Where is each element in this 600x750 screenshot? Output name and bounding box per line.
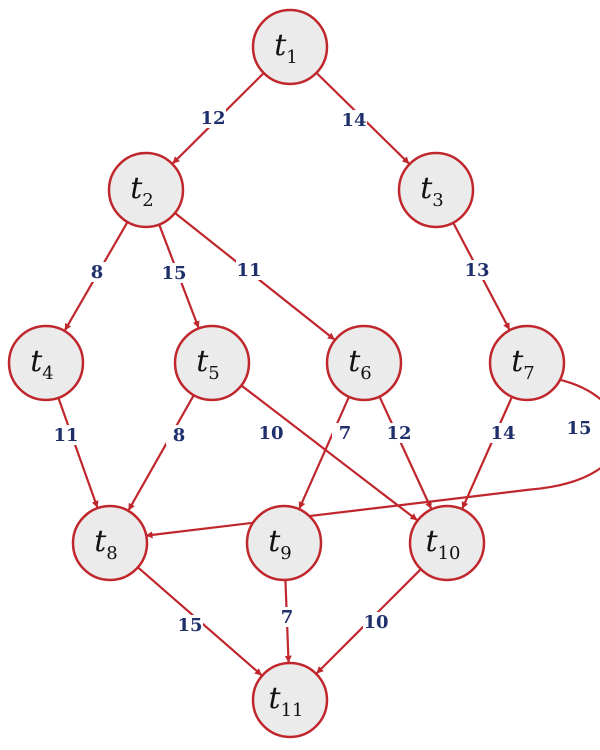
node-label: t2 bbox=[130, 171, 154, 211]
edge-t6-t9 bbox=[298, 396, 350, 509]
edge-weight-t7-t8: 15 bbox=[566, 418, 591, 439]
node-label: t8 bbox=[94, 524, 118, 564]
edge-weight-t4-t8: 11 bbox=[53, 425, 78, 446]
edge-weights-layer: 12 14 8 15 11 13 11 8 10 7 12 14 15 15 7 10 bbox=[53, 108, 592, 636]
edge-weight-t5-t8: 8 bbox=[173, 425, 186, 446]
node-label: t3 bbox=[420, 171, 444, 211]
node-t4: t4 bbox=[7, 324, 85, 402]
edge-weight-bg bbox=[363, 612, 389, 632]
node-circle bbox=[7, 324, 85, 402]
edge-weight-t7-t10: 14 bbox=[490, 423, 515, 444]
node-circle bbox=[251, 661, 329, 739]
node-circle bbox=[107, 151, 185, 229]
edge-t4-t8 bbox=[57, 397, 99, 508]
node-circle bbox=[488, 324, 566, 402]
node-label: t11 bbox=[269, 681, 304, 721]
node-label: t5 bbox=[196, 344, 220, 384]
edge-t6-t10 bbox=[378, 396, 433, 510]
edge-t5-t8 bbox=[127, 394, 195, 511]
edge-weight-t9-t11: 7 bbox=[281, 607, 294, 628]
node-circle bbox=[251, 8, 329, 86]
edge-weight-bg bbox=[53, 425, 79, 445]
edge-weight-t10-t11: 10 bbox=[363, 612, 388, 633]
edge-weight-bg bbox=[341, 110, 367, 130]
edge-weight-bg bbox=[566, 418, 592, 438]
node-circle bbox=[71, 504, 149, 582]
edge-weight-bg bbox=[386, 423, 412, 443]
edge-weight-bg bbox=[84, 262, 110, 282]
edge-weight-t2-t6: 11 bbox=[236, 260, 261, 281]
edge-weight-bg bbox=[236, 260, 262, 280]
node-t7: t7 bbox=[488, 324, 566, 402]
edge-weight-t5-t10: 10 bbox=[258, 423, 283, 444]
node-t8: t8 bbox=[71, 504, 149, 582]
edge-weight-t3-t7: 13 bbox=[464, 260, 489, 281]
node-t10: t10 bbox=[408, 504, 486, 582]
edge-weight-t2-t5: 15 bbox=[161, 263, 186, 284]
node-label: t6 bbox=[348, 344, 372, 384]
edge-weight-t1-t2: 12 bbox=[200, 108, 225, 129]
edge-weight-bg bbox=[177, 615, 203, 635]
node-label: t4 bbox=[30, 344, 54, 384]
node-label: t9 bbox=[268, 524, 292, 564]
edge-weight-t6-t10: 12 bbox=[386, 423, 411, 444]
node-t3: t3 bbox=[397, 151, 475, 229]
node-circle bbox=[408, 504, 486, 582]
edge-weight-t8-t11: 15 bbox=[177, 615, 202, 636]
edge-weight-bg bbox=[200, 108, 226, 128]
edge-weight-bg bbox=[332, 423, 358, 443]
node-circle bbox=[245, 504, 323, 582]
edge-weight-t6-t9: 7 bbox=[339, 423, 352, 444]
edge-weight-bg bbox=[258, 423, 284, 443]
node-t6: t6 bbox=[325, 324, 403, 402]
edge-weight-t2-t4: 8 bbox=[91, 262, 104, 283]
edge-t5-t10 bbox=[240, 384, 418, 521]
edge-weight-bg bbox=[166, 425, 192, 445]
node-t1: t1 bbox=[251, 8, 329, 86]
node-circle bbox=[173, 324, 251, 402]
node-label: t10 bbox=[426, 524, 461, 564]
edge-t7-t10 bbox=[461, 396, 513, 509]
nodes-layer: t1 t2 t3 t4 t5 t6 t7 t8 t9 t10 t11 bbox=[7, 8, 566, 739]
edge-weight-bg bbox=[161, 263, 187, 283]
node-t2: t2 bbox=[107, 151, 185, 229]
edge-weight-bg bbox=[464, 260, 490, 280]
node-circle bbox=[397, 151, 475, 229]
node-t9: t9 bbox=[245, 504, 323, 582]
node-label: t1 bbox=[274, 28, 298, 68]
edge-t7-t8 bbox=[145, 378, 600, 539]
node-label: t7 bbox=[511, 344, 535, 384]
edge-weight-t1-t3: 14 bbox=[341, 110, 366, 131]
node-t11: t11 bbox=[251, 661, 329, 739]
node-circle bbox=[325, 324, 403, 402]
node-t5: t5 bbox=[173, 324, 251, 402]
edge-weight-bg bbox=[274, 607, 300, 627]
edge-weight-bg bbox=[490, 423, 516, 443]
